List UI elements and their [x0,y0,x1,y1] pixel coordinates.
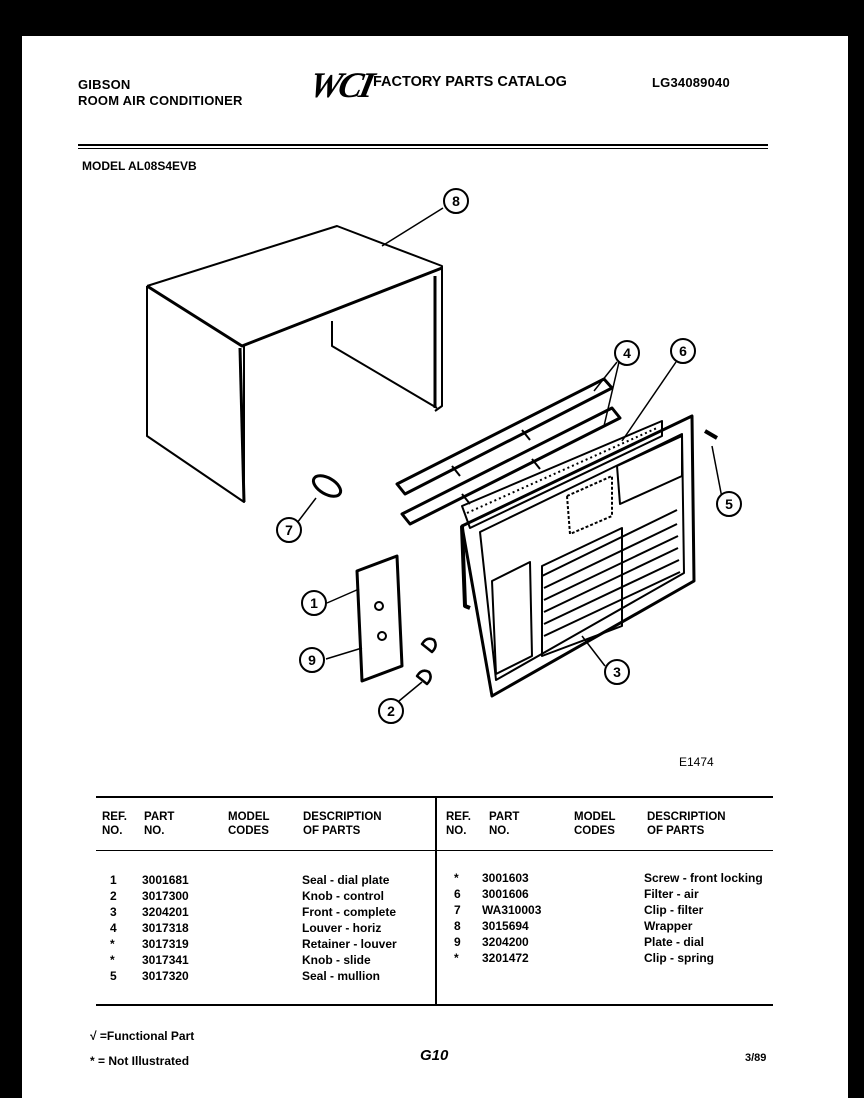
brand-name: GIBSON [78,77,131,92]
table-row: 1 [110,873,117,887]
col-desc-left: DESCRIPTION OF PARTS [303,811,382,837]
wrapper-part [146,225,443,503]
callout-5: 5 [716,491,742,517]
header-rule-bottom [78,148,768,149]
table-row-part: 3204201 [142,905,189,919]
front-panel-part [460,414,696,698]
table-row-desc: Plate - dial [644,935,705,949]
table-row-desc: Wrapper [644,919,693,933]
table-row-part: 3001603 [482,871,529,885]
catalog-title: FACTORY PARTS CATALOG [373,74,567,90]
svg-text:2: 2 [387,703,395,719]
table-row-desc: Retainer - louver [302,937,397,951]
svg-text:8: 8 [452,193,460,209]
table-row-part: 3017300 [142,889,189,903]
table-top-rule [96,796,773,798]
table-row: 3 [110,905,117,919]
table-row: 7 [454,903,461,917]
table-row: 5 [110,969,117,983]
svg-text:5: 5 [725,496,733,512]
table-row: 9 [454,935,461,949]
table-row-desc: Screw - front locking [644,871,763,885]
parts-catalog-page: GIBSON ROOM AIR CONDITIONER WCI FACTORY … [22,36,848,1098]
svg-text:4: 4 [623,345,631,361]
svg-text:3: 3 [613,664,621,680]
table-row-part: 3017318 [142,921,189,935]
col-part-right: PART NO. [489,811,520,837]
svg-text:9: 9 [308,652,316,668]
product-name: ROOM AIR CONDITIONER [78,93,243,108]
table-row-part: 3017320 [142,969,189,983]
exploded-parts-diagram: 8 4 6 5 7 1 9 2 3 [146,188,742,724]
svg-text:1: 1 [310,595,318,611]
legend-functional-part: √ =Functional Part [90,1029,195,1043]
table-row-part: 3001681 [142,873,189,887]
table-row-desc: Knob - slide [302,953,371,967]
table-row: * [454,951,459,965]
table-row-desc: Louver - horiz [302,921,382,935]
catalog-number: LG34089040 [652,75,730,90]
figure-id: E1474 [679,755,714,769]
revision-date: 3/89 [745,1052,767,1064]
callout-labels: 8 4 6 5 7 1 9 2 3 [276,188,742,724]
table-row-desc: Seal - mullion [302,969,381,983]
table-divider [435,798,437,1005]
table-row: * [110,953,115,967]
callout-1: 1 [301,590,327,616]
table-row-desc: Knob - control [302,889,384,903]
col-desc-right: DESCRIPTION OF PARTS [647,811,726,837]
table-row: 4 [110,921,117,935]
page-code: G10 [420,1047,449,1064]
table-row-desc: Front - complete [302,905,397,919]
table-row-desc: Clip - spring [644,951,714,965]
table-bottom-rule [96,1004,773,1006]
callout-4: 4 [614,340,640,366]
svg-text:6: 6 [679,343,687,359]
table-row-part: 3001606 [482,887,529,901]
table-row: * [454,871,459,885]
table-row-part: 3201472 [482,951,529,965]
table-row-part: 3017319 [142,937,189,951]
callout-9: 9 [299,647,325,673]
col-model-left: MODEL CODES [228,811,270,837]
col-model-right: MODEL CODES [574,811,616,837]
col-ref-left: REF. NO. [102,811,127,837]
filter-part [461,420,663,529]
col-part-left: PART NO. [144,811,175,837]
callout-8: 8 [443,188,469,214]
table-row: * [110,937,115,951]
table-header-rule [96,850,773,851]
table-row-part: 3017341 [142,953,189,967]
mullion-seal-part [703,429,719,440]
table-row-desc: Clip - filter [644,903,704,917]
dial-plate-part [355,554,404,683]
table-row: 8 [454,919,461,933]
table-row-desc: Filter - air [644,887,699,901]
legend-not-illustrated: * = Not Illustrated [90,1054,190,1068]
control-knob-part [415,637,437,686]
table-row-part: 3204200 [482,935,529,949]
table-row-desc: Seal - dial plate [302,873,390,887]
callout-6: 6 [670,338,696,364]
header-rule-top [78,144,768,146]
table-row: 2 [110,889,117,903]
col-ref-right: REF. NO. [446,811,471,837]
model-line: MODEL AL08S4EVB [82,159,197,173]
svg-text:7: 7 [285,522,293,538]
table-row-part: WA310003 [482,903,542,917]
callout-7: 7 [276,517,302,543]
filter-clip-part [311,474,343,498]
table-row: 6 [454,887,461,901]
callout-2: 2 [378,698,404,724]
table-row-part: 3015694 [482,919,529,933]
callout-3: 3 [604,659,630,685]
